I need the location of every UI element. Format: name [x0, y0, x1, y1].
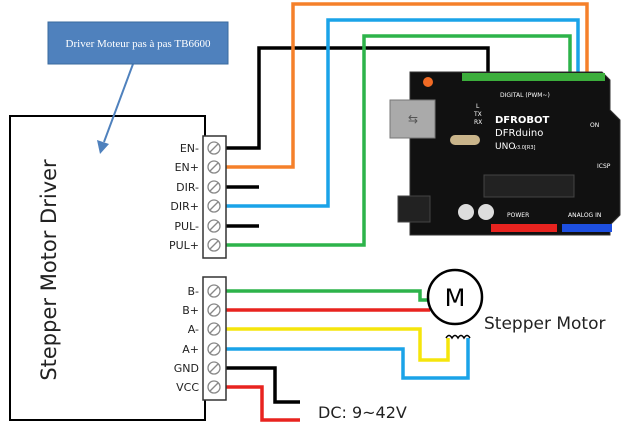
wire-black-gnd-dc	[226, 366, 300, 404]
driver-title: Stepper Motor Driver	[37, 159, 61, 381]
power-label: DC: 9~42V	[318, 403, 407, 422]
usb-icon: ⇆	[408, 112, 418, 126]
terminal-label: EN-	[180, 142, 199, 155]
motor-letter: M	[445, 284, 466, 312]
analog-label: ANALOG IN	[568, 212, 601, 219]
on-label: ON	[590, 122, 599, 129]
arrow-head-icon	[97, 140, 109, 154]
screw-slot	[209, 221, 219, 231]
terminal-label: B-	[187, 285, 199, 298]
callout-box	[47, 21, 229, 65]
callout-arrow	[103, 63, 134, 143]
screw-slot	[209, 305, 219, 315]
screw-slot	[209, 382, 219, 392]
screw-slot	[209, 286, 219, 296]
motor-label: Stepper Motor	[484, 314, 605, 334]
screw-slot	[209, 201, 219, 211]
terminal-label: DIR+	[170, 200, 199, 213]
terminal-label: A+	[182, 343, 199, 356]
screw-slot	[209, 324, 219, 334]
callout-text: Driver Moteur pas à pas TB6600	[66, 38, 211, 50]
terminal-label: GND	[174, 362, 199, 375]
icsp-label: ICSP	[597, 163, 611, 170]
digital-label: DIGITAL (PWM~)	[500, 92, 550, 99]
board-version-suffix: v3.0[R3]	[514, 145, 536, 151]
screw-slot	[209, 240, 219, 250]
wire-red-vcc-dc	[226, 385, 300, 422]
terminal-label: A-	[188, 323, 199, 336]
terminal-label: DIR-	[176, 181, 199, 194]
wire-orange-en	[226, 2, 589, 169]
reset-button	[423, 77, 433, 87]
screw-slot	[209, 182, 219, 192]
motor-coil-icon	[445, 334, 471, 340]
terminal-label: VCC	[176, 381, 199, 394]
motor-symbol	[426, 268, 484, 326]
screw-slot	[209, 344, 219, 354]
driver-box	[9, 115, 206, 421]
screw-slot	[209, 143, 219, 153]
screw-slot	[209, 363, 219, 373]
wire-blue-dir	[226, 18, 580, 208]
terminal-label: EN+	[175, 161, 199, 174]
screw-slot	[209, 162, 219, 172]
terminal-label: PUL+	[169, 239, 199, 252]
power-header-label: POWER	[507, 212, 529, 219]
wire-green-b-minus	[226, 289, 430, 302]
led-rx-label: RX	[474, 119, 482, 126]
wire-black-gnd	[226, 46, 490, 228]
wire-blue-a-plus	[226, 338, 470, 380]
led-l-label: L	[476, 103, 480, 110]
board-model: DFRduino	[495, 128, 543, 139]
board-version: UNO	[495, 142, 515, 152]
terminal-label: PUL-	[174, 220, 199, 233]
wire-green-pul	[226, 34, 572, 247]
wire-yellow-a-minus	[226, 327, 450, 362]
board-brand: DFROBOT	[495, 115, 549, 126]
led-tx-label: TX	[473, 111, 482, 118]
arduino-board: ⇆ DIGITAL (PWM~) DFROBOT DFRduino UNO v3…	[389, 71, 621, 236]
terminal-label: B+	[182, 304, 199, 317]
